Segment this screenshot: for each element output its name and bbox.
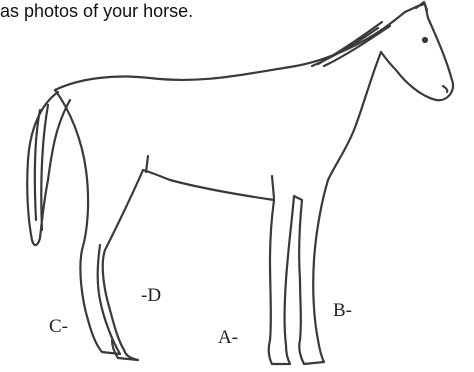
leg-label-b: B- — [333, 300, 352, 322]
leg-label-d: -D — [141, 285, 161, 307]
horse-front-leg-outer — [299, 180, 328, 364]
horse-front-leg-inner — [269, 196, 302, 364]
horse-eye — [423, 38, 427, 42]
leg-label-a: A- — [218, 327, 238, 349]
horse-girth-mark — [272, 176, 274, 198]
horse-belly — [143, 170, 274, 200]
horse-neck-underside — [328, 52, 381, 180]
horse-nostril — [443, 86, 447, 92]
horse-tail — [27, 92, 70, 245]
leg-label-c: C- — [49, 316, 68, 338]
horse-flank-mark — [146, 156, 148, 172]
